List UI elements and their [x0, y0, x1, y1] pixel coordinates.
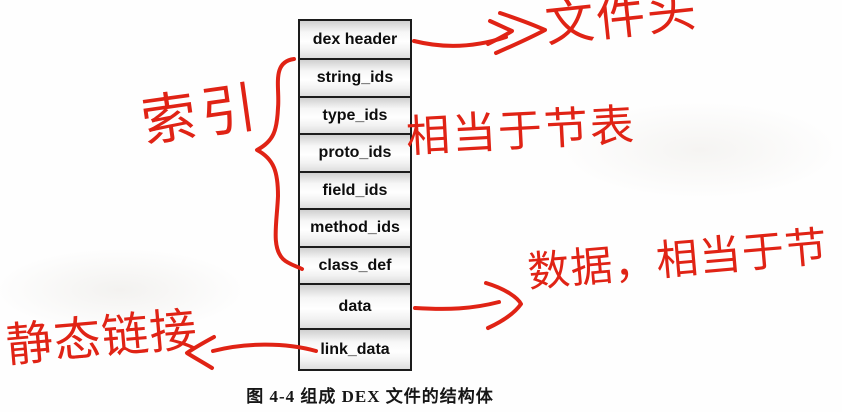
box-type-ids: type_ids	[298, 96, 412, 135]
annotation-file-header: 文件头	[542, 0, 701, 53]
box-proto-ids-label: proto_ids	[318, 144, 392, 161]
annotation-data-note: 数据，相当于节	[525, 222, 830, 296]
box-string-ids: string_ids	[298, 58, 412, 98]
arrow-file-header-chevron-big-icon	[494, 11, 547, 55]
annotation-index: 索引	[137, 75, 265, 154]
box-dex-header: dex header	[298, 19, 412, 60]
box-proto-ids: proto_ids	[298, 133, 412, 173]
box-data: data	[298, 283, 412, 330]
box-method-ids: method_ids	[298, 208, 412, 248]
annotation-section-table: 相当于节表	[404, 100, 638, 162]
arrow-data-note-line-icon	[413, 300, 501, 311]
box-class-def: class_def	[298, 246, 412, 285]
annotation-static-link: 静态链接	[3, 302, 200, 372]
index-brace-icon	[255, 57, 304, 271]
box-link-data: link_data	[298, 328, 412, 371]
box-type-ids-label: type_ids	[322, 106, 388, 124]
box-link-data-label: link_data	[320, 340, 390, 358]
box-method-ids-label: method_ids	[310, 219, 400, 236]
box-field-ids-label: field_ids	[322, 181, 388, 199]
dex-structure-stack: dex header string_ids type_ids proto_ids…	[298, 19, 412, 371]
arrow-file-header-chevron-small-icon	[486, 19, 514, 46]
arrow-file-header-line-icon	[412, 35, 508, 48]
box-class-def-label: class_def	[318, 256, 392, 274]
box-string-ids-label: string_ids	[316, 69, 394, 86]
box-data-label: data	[338, 297, 372, 315]
figure-caption: 图 4-4 组成 DEX 文件的结构体	[246, 387, 494, 406]
box-dex-header-label: dex header	[312, 30, 398, 48]
arrow-data-note-head-icon	[484, 281, 523, 330]
box-field-ids: field_ids	[298, 171, 412, 210]
